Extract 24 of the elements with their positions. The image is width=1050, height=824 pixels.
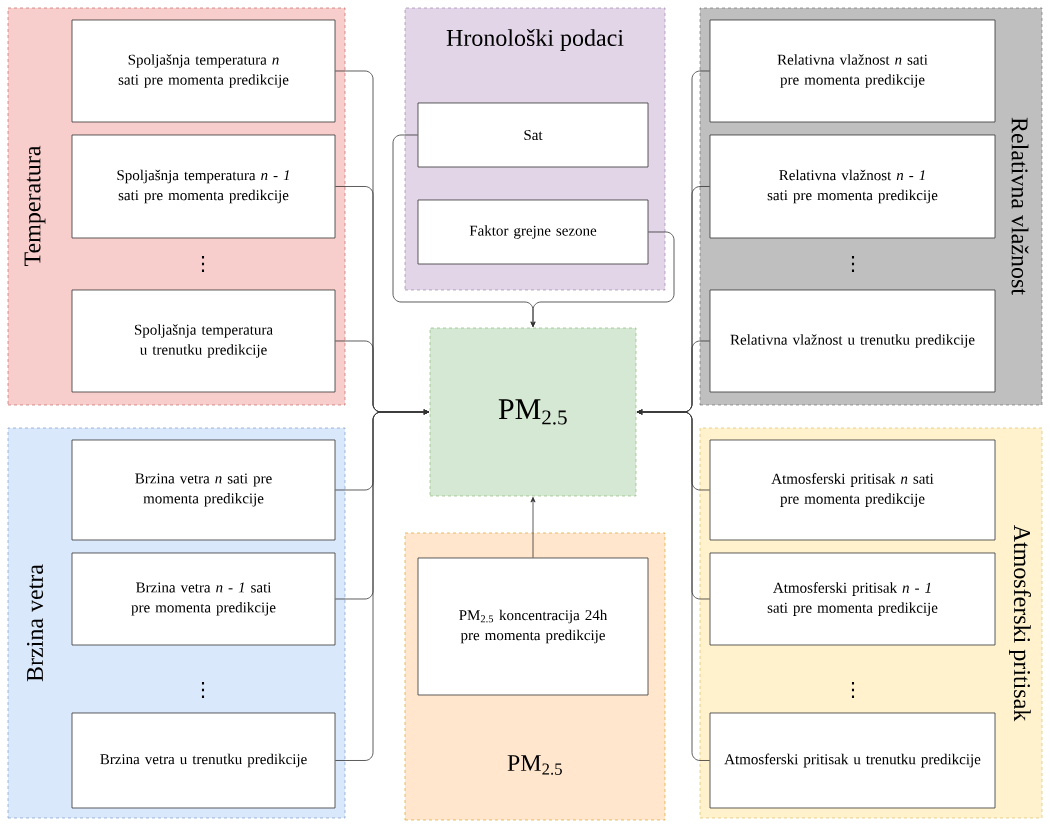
feature-box: PM$_{2.5}$ koncentracija 24h pre momenta predikcije [417, 557, 649, 696]
arrow [335, 409, 430, 761]
feature-box: Relativna vlažnost u trenutku predikcije [709, 289, 996, 393]
arrow [530, 231, 675, 328]
feature-box: Brzina vetra n - 1 sati pre momenta predikcije [71, 552, 336, 646]
feature-box: Atmosferski pritisak n sati pre momenta predikcije [709, 439, 996, 541]
feature-box: Spoljašnja temperatura n sati pre momenta predikcije [71, 19, 336, 123]
feature-box: Atmosferski pritisak n - 1 sati pre momenta predikcije [709, 552, 996, 646]
arrow [530, 496, 536, 558]
target-box: PM$_{2.5}$ [429, 327, 637, 497]
feature-box: Spoljašnja temperatura u trenutku predikcije [71, 289, 336, 393]
ellipsis: ⋮ [851, 681, 855, 699]
feature-box: Relativna vlažnost n - 1 sati pre momenta predikcije [709, 134, 996, 239]
ellipsis: ⋮ [851, 255, 855, 273]
feature-box: Relativna vlažnost n sati pre momenta predikcije [709, 19, 996, 123]
feature-box: Faktor grejne sezone [417, 199, 649, 265]
feature-box: Atmosferski pritisak u trenutku predikcije [709, 712, 996, 809]
feature-box: Sat [417, 102, 649, 168]
arrow [636, 409, 710, 761]
feature-box: Brzina vetra n sati pre momenta predikcije [71, 439, 336, 541]
ellipsis: ⋮ [201, 255, 205, 273]
ellipsis: ⋮ [201, 681, 205, 699]
feature-box: Brzina vetra u trenutku predikcije [71, 712, 336, 809]
feature-box: Spoljašnja temperatura n - 1 sati pre momenta predikcije [71, 134, 336, 239]
